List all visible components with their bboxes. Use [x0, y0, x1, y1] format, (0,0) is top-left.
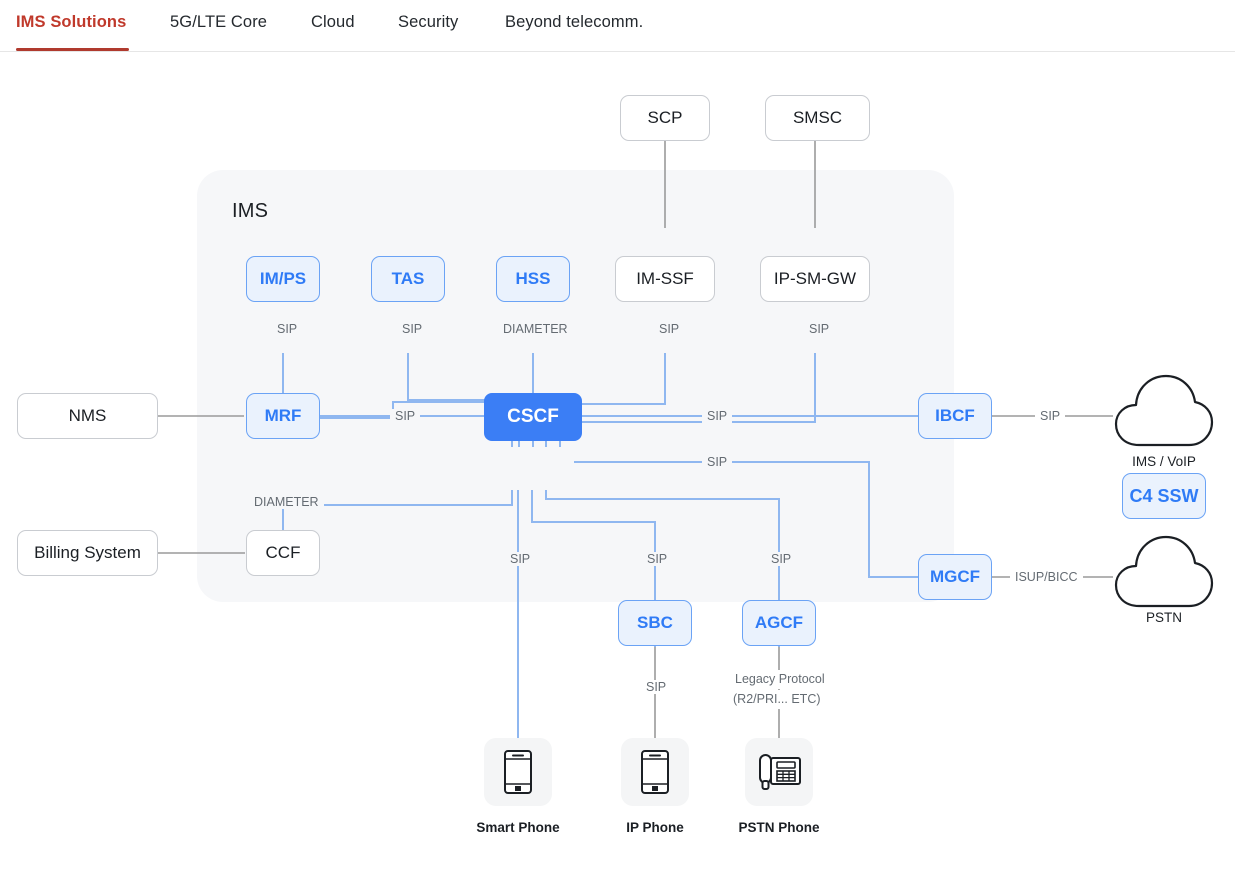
edge-label-imps-cscf: SIP — [272, 322, 303, 336]
edge-label-ipsmgw-cscf: SIP — [804, 322, 835, 336]
cloud-icon — [1114, 374, 1214, 447]
node-smsc[interactable]: SMSC — [765, 95, 870, 141]
node-im-ps[interactable]: IM/PS — [246, 256, 320, 302]
node-ccf[interactable]: CCF — [246, 530, 320, 576]
node-cscf[interactable]: CSCF — [484, 393, 582, 441]
node-ibcf[interactable]: IBCF — [918, 393, 992, 439]
device-caption-ip-phone: IP Phone — [626, 820, 684, 835]
edge-label-tas-cscf: SIP — [397, 322, 428, 336]
edge-label-mgcf-pstn: ISUP/BICC — [1010, 570, 1083, 584]
node-billing-system[interactable]: Billing System — [17, 530, 158, 576]
edge-label-ibcf-ims-voip: SIP — [1035, 409, 1066, 423]
ims-group-label: IMS — [232, 200, 269, 222]
node-c4-ssw[interactable]: C4 SSW — [1122, 473, 1206, 519]
tab-cloud[interactable]: Cloud — [311, 13, 355, 31]
edge-label-mrf-cscf: SIP — [390, 409, 421, 423]
edge-label-cscf-ccf: DIAMETER — [249, 495, 324, 509]
edge-label-cscf-sbc: SIP — [642, 552, 673, 566]
node-im-ssf[interactable]: IM-SSF — [615, 256, 715, 302]
edge-label-cscf-ibcf: SIP — [702, 409, 733, 423]
edge-label-agcf-pstnphone-line1: Legacy Protocol — [730, 670, 830, 689]
ims-group-panel — [197, 170, 954, 602]
device-caption-smart-phone: Smart Phone — [476, 820, 560, 835]
tab-security[interactable]: Security — [398, 13, 459, 31]
node-scp[interactable]: SCP — [620, 95, 710, 141]
desk-phone-icon — [759, 754, 801, 790]
cloud-caption-pstn: PSTN — [1145, 610, 1182, 625]
cloud-caption-ims-voip: IMS / VoIP — [1132, 454, 1196, 469]
tab-beyond-telecomm[interactable]: Beyond telecomm. — [505, 13, 644, 31]
cloud-ims-voip — [1112, 369, 1216, 456]
ims-architecture-diagram: IMS — [0, 52, 1235, 879]
device-caption-pstn-phone: PSTN Phone — [738, 820, 820, 835]
node-agcf[interactable]: AGCF — [742, 600, 816, 646]
cloud-pstn — [1112, 530, 1216, 617]
top-navigation-bar: IMS Solutions 5G/LTE Core Cloud Security… — [0, 0, 1235, 52]
smartphone-icon — [641, 750, 669, 794]
smartphone-icon — [504, 750, 532, 794]
edge-label-cscf-smartphone: SIP — [505, 552, 536, 566]
node-hss[interactable]: HSS — [496, 256, 570, 302]
node-sbc[interactable]: SBC — [618, 600, 692, 646]
edge-label-sbc-ipphone: SIP — [641, 680, 672, 694]
node-mrf[interactable]: MRF — [246, 393, 320, 439]
node-tas[interactable]: TAS — [371, 256, 445, 302]
device-tile-ip-phone[interactable] — [621, 738, 689, 806]
active-tab-underline — [16, 48, 129, 51]
connection-lines — [158, 141, 1113, 790]
node-mgcf[interactable]: MGCF — [918, 554, 992, 600]
tab-ims-solutions[interactable]: IMS Solutions — [16, 13, 127, 31]
node-ip-sm-gw[interactable]: IP-SM-GW — [760, 256, 870, 302]
edge-label-imssf-cscf: SIP — [654, 322, 685, 336]
device-tile-smart-phone[interactable] — [484, 738, 552, 806]
edge-label-hss-cscf: DIAMETER — [498, 322, 573, 336]
cloud-icon — [1114, 535, 1214, 608]
edge-label-agcf-pstnphone-line2: (R2/PRI... ETC) — [728, 690, 826, 709]
tab-5g-lte-core[interactable]: 5G/LTE Core — [170, 13, 268, 31]
node-nms[interactable]: NMS — [17, 393, 158, 439]
edge-label-cscf-agcf: SIP — [766, 552, 797, 566]
edge-label-cscf-mgcf: SIP — [702, 455, 733, 469]
device-tile-pstn-phone[interactable] — [745, 738, 813, 806]
